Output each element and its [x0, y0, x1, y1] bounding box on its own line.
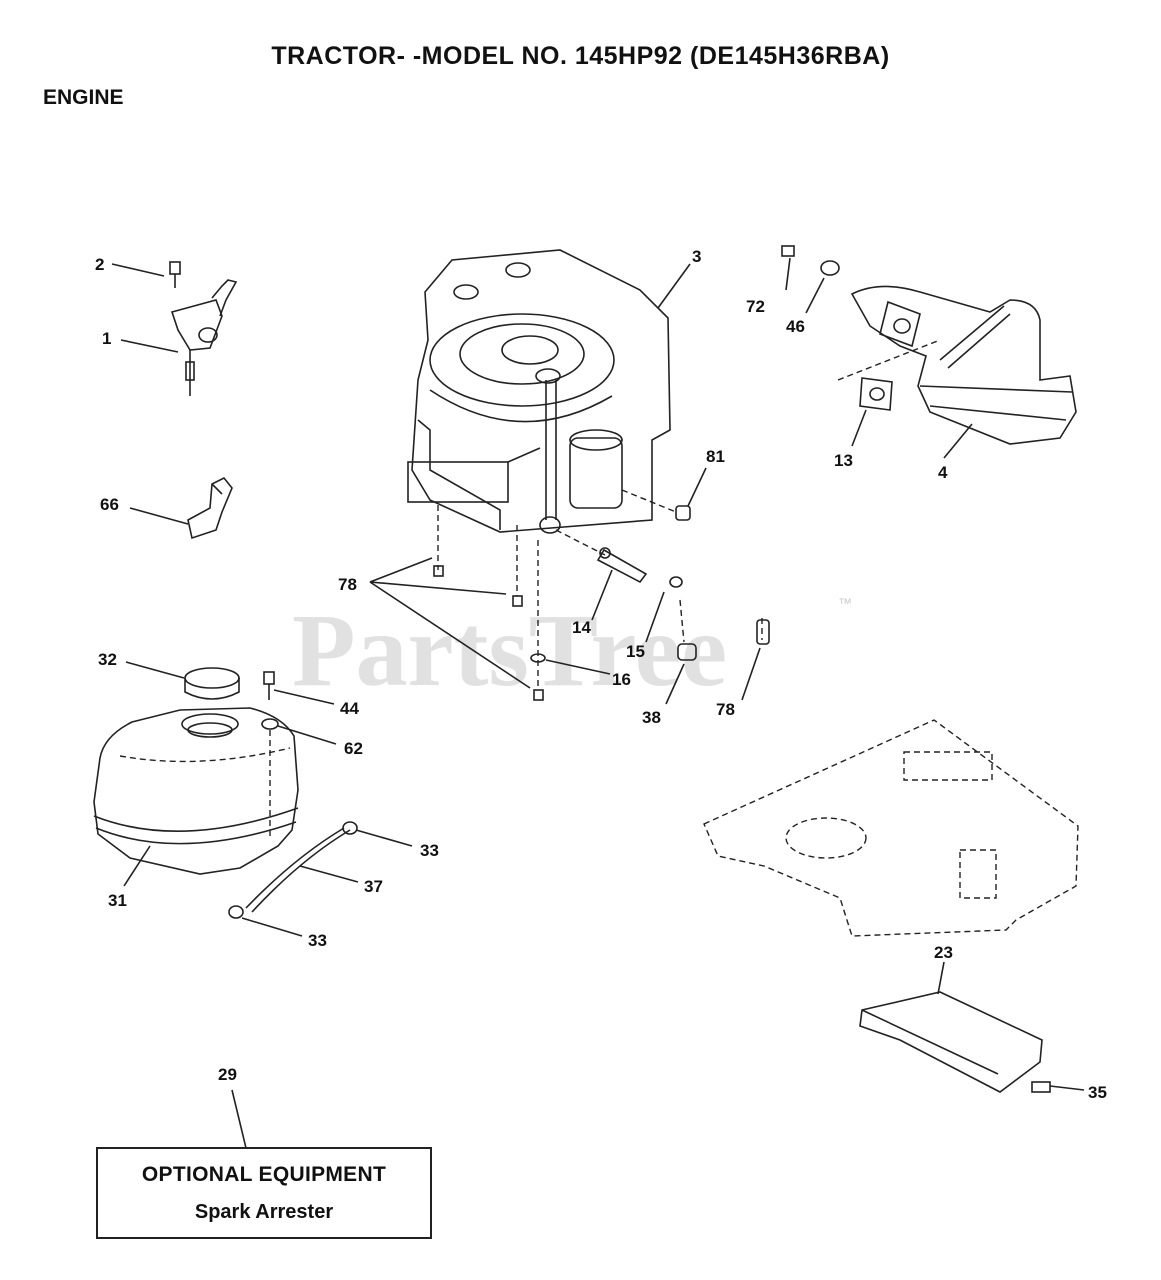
- callout-label: 14: [572, 618, 591, 637]
- part-screw-washer: [261, 671, 279, 840]
- part-fuel-cap: [184, 667, 240, 700]
- callout-label: 29: [218, 1065, 237, 1084]
- callout-label: 23: [934, 943, 953, 962]
- callout-label: 66: [100, 495, 119, 514]
- part-spacer-group: [596, 547, 697, 661]
- callout-label: 2: [95, 255, 104, 274]
- part-fuel-tank: [93, 707, 299, 875]
- callout-label: 44: [340, 699, 359, 718]
- callout-label: 46: [786, 317, 805, 336]
- callout-label: 33: [420, 841, 439, 860]
- callout-label: 13: [834, 451, 853, 470]
- optional-equipment-heading: OPTIONAL EQUIPMENT: [141, 1163, 387, 1186]
- callout-label: 78: [716, 700, 735, 719]
- callout-label: 62: [344, 739, 363, 758]
- optional-equipment-item: Spark Arrester: [194, 1201, 334, 1223]
- callout-labels: 2 1 3 72 46 13 4 81 66 78 14 15 16 38 78…: [95, 247, 1107, 1102]
- callout-label: 15: [626, 642, 645, 661]
- part-78-bolts: [433, 505, 770, 701]
- diagram-title: TRACTOR- -MODEL NO. 145HP92 (DE145H36RBA…: [271, 42, 890, 70]
- part-throttle-bracket: [169, 261, 238, 396]
- callout-label: 72: [746, 297, 765, 316]
- callout-label: 3: [692, 247, 701, 266]
- watermark-trademark: ™: [838, 595, 852, 611]
- callout-label: 81: [706, 447, 725, 466]
- optional-equipment-box: OPTIONAL EQUIPMENT Spark Arrester: [96, 1147, 432, 1239]
- part-81-nut: [675, 505, 691, 521]
- part-mounting-plate: [703, 719, 1079, 937]
- callout-label: 32: [98, 650, 117, 669]
- part-heat-shield: [859, 991, 1051, 1093]
- part-clip: [187, 476, 233, 540]
- callout-label: 78: [338, 575, 357, 594]
- callout-label: 35: [1088, 1083, 1107, 1102]
- watermark-brand: PartsTree: [292, 593, 727, 708]
- callout-label: 33: [308, 931, 327, 950]
- callout-label: 4: [938, 463, 948, 482]
- leader-lines: [111, 257, 1085, 1149]
- section-label: ENGINE: [43, 86, 124, 109]
- callout-label: 1: [102, 329, 111, 348]
- callout-label: 31: [108, 891, 127, 910]
- part-muffler: [781, 245, 1077, 445]
- callout-label: 38: [642, 708, 661, 727]
- callout-label: 16: [612, 670, 631, 689]
- callout-label: 37: [364, 877, 383, 896]
- part-engine: [407, 249, 677, 556]
